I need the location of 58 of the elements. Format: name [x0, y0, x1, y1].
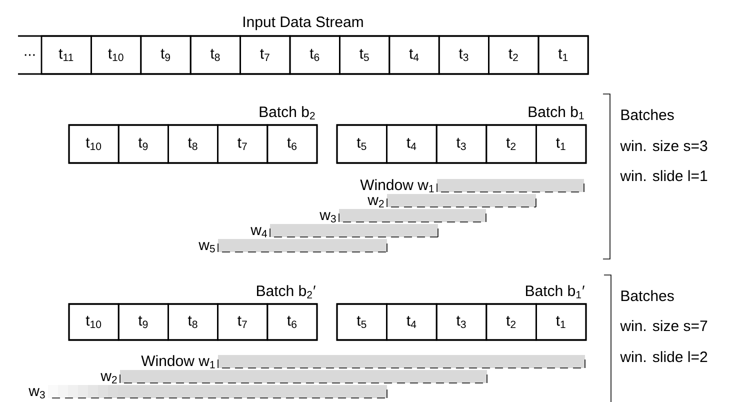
window-bar: [120, 370, 488, 384]
ellipsis: ...: [24, 54, 35, 56]
data-cell: t$_{2}$: [486, 303, 537, 341]
window-bar: [218, 355, 586, 368]
data-cell: t$_{10}$: [68, 124, 120, 164]
data-cell: t$_{8}$: [168, 124, 218, 164]
data-cell: t$_{10}$: [68, 303, 120, 341]
data-cell: t$_{5}$: [336, 124, 388, 164]
data-cell: t$_{1}$: [536, 124, 587, 164]
setting-label: win. size s=7: [620, 320, 708, 332]
setting-label: Batches: [621, 290, 674, 302]
node-label: Batch b$_{1}$: [528, 106, 584, 120]
node-label: Batch b$_{1}$′: [526, 285, 585, 298]
data-cell: t$_{8}$: [190, 35, 241, 75]
setting-label: win. size s=3: [620, 140, 708, 152]
window-label: Window w$_{1}$: [141, 355, 215, 368]
data-cell: t$_{11}$: [40, 35, 92, 75]
node-label: Input Data Stream: [244, 16, 363, 30]
data-cell: t$_{3}$: [436, 124, 488, 164]
data-cell: t$_{4}$: [386, 124, 438, 164]
window-label: w$_{3}$: [320, 212, 336, 222]
data-cell: t$_{9}$: [140, 35, 192, 75]
data-cell: t$_{2}$: [488, 35, 540, 75]
data-cell: t$_{6}$: [266, 303, 318, 341]
data-cell: t$_{7}$: [240, 35, 291, 75]
setting-label: win. slide l=2: [620, 351, 708, 362]
data-cell: t$_{7}$: [217, 124, 268, 164]
data-cell: t$_{7}$: [217, 303, 268, 341]
window-label: w$_{2}$: [100, 373, 117, 384]
data-cell: t$_{10}$: [90, 35, 142, 75]
data-cell: t$_{1}$: [536, 303, 587, 341]
data-cell: t$_{4}$: [386, 303, 438, 341]
node-label: Batch b$_{2}$: [260, 106, 315, 120]
data-cell: t$_{2}$: [486, 124, 537, 164]
window-bar: [338, 209, 486, 222]
window-label: w$_{3}$: [28, 388, 45, 398]
window-bar: [436, 179, 584, 192]
data-cell: t$_{4}$: [388, 35, 440, 75]
data-cell: t$_{8}$: [168, 303, 218, 341]
data-cell: t$_{3}$: [436, 303, 488, 341]
data-cell: t$_{9}$: [118, 124, 169, 164]
data-cell: t$_{9}$: [118, 303, 169, 341]
data-cell: t$_{6}$: [266, 124, 318, 164]
data-cell: t$_{5}$: [336, 303, 388, 341]
setting-label: win. slide l=1: [620, 170, 708, 182]
window-bar: [270, 224, 438, 238]
window-label: w$_{4}$: [250, 227, 267, 238]
window-bar: [386, 194, 536, 208]
window-label: w$_{5}$: [198, 242, 215, 252]
setting-label: Batches: [621, 109, 674, 120]
window-bar: [218, 239, 388, 252]
data-cell: t$_{5}$: [339, 35, 390, 75]
data-cell: t$_{3}$: [438, 35, 490, 75]
node-label: Batch b$_{2}$′: [257, 285, 316, 298]
window-label: Window w$_{1}$: [360, 179, 434, 192]
window-label: w$_{2}$: [368, 197, 384, 208]
data-cell: t$_{1}$: [538, 35, 589, 75]
data-cell: t$_{6}$: [289, 35, 340, 75]
